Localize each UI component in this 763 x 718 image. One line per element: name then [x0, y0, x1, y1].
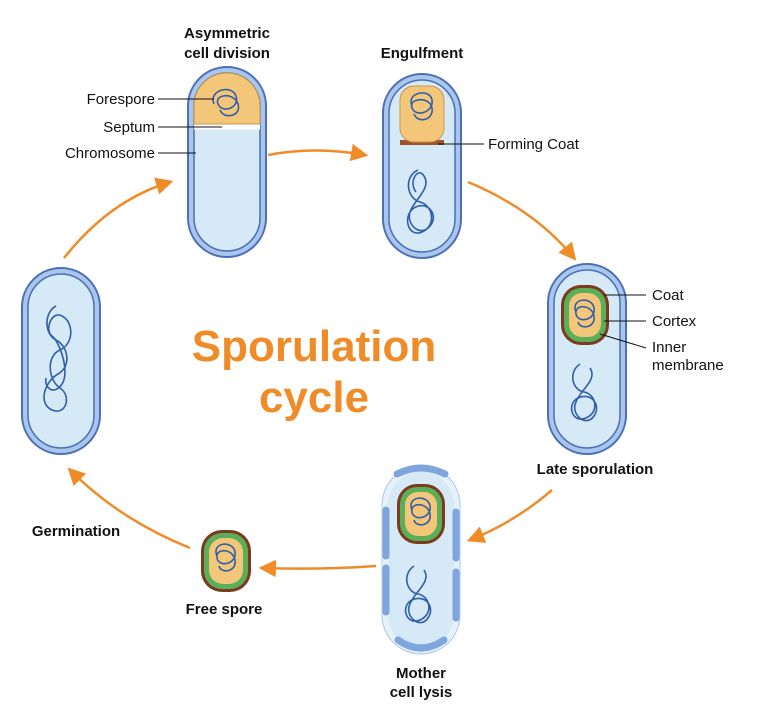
- cell-asymmetric-division: [187, 66, 267, 258]
- cell-vegetative: [21, 267, 101, 455]
- engulfed-forespore: [399, 85, 445, 143]
- forespore-chromosome: [212, 88, 240, 117]
- part-label-chromosome: Chromosome: [65, 145, 155, 162]
- part-label-inner-line1: Inner: [652, 339, 686, 356]
- leader-inner-membrane: [599, 333, 647, 349]
- stage-label-late-sporulation: Late sporulation: [537, 461, 654, 478]
- arrow-engulfment-to-late-sporulation: [467, 180, 577, 261]
- lysis-mother-chromosome: [404, 565, 432, 624]
- arrow-division-to-engulfment: [267, 143, 369, 162]
- diagram-title-line1: Sporulation: [192, 322, 436, 371]
- free-spore: [201, 530, 251, 592]
- engulfment-mother-chromosome: [406, 169, 435, 234]
- part-label-cortex: Cortex: [652, 313, 697, 330]
- arrow-late-sporulation-to-lysis: [466, 489, 553, 543]
- stage-label-free-spore: Free spore: [186, 601, 263, 618]
- stage-label-mother-line2: cell lysis: [390, 684, 453, 701]
- arrow-lysis-to-free-spore: [258, 559, 377, 578]
- stage-label-mother-line1: Mother: [396, 665, 446, 682]
- late-spore-chromosome: [574, 299, 595, 328]
- engulfed-forespore-chromosome: [410, 92, 433, 121]
- part-label-forming-coat: Forming Coat: [488, 136, 580, 153]
- cell-mother-lysis: [381, 464, 461, 655]
- stage-label-engulfment: Engulfment: [381, 45, 464, 62]
- stage-label-asymmetric-line1: Asymmetric: [184, 25, 270, 42]
- part-label-septum: Septum: [103, 119, 155, 136]
- lysis-wall-fragment-top: [393, 464, 449, 478]
- stage-label-germination: Germination: [32, 523, 120, 540]
- lysis-wall-fragment-bottom: [394, 636, 448, 652]
- late-sporulation-mother-chromosome: [570, 363, 598, 422]
- arrow-free-spore-to-germination: [67, 467, 191, 550]
- part-label-coat: Coat: [652, 287, 685, 304]
- part-label-inner-line2: membrane: [652, 357, 724, 374]
- arrow-germination-to-division: [63, 177, 174, 259]
- diagram-title-line2: cycle: [259, 373, 369, 422]
- vegetative-chromosome: [43, 305, 72, 412]
- lysis-spore-chromosome: [410, 497, 431, 526]
- free-spore-chromosome: [215, 543, 236, 572]
- stage-label-asymmetric-line2: cell division: [184, 45, 270, 62]
- cell-late-sporulation: [547, 263, 627, 455]
- cell-engulfment: [382, 73, 462, 259]
- part-label-forespore: Forespore: [87, 91, 155, 108]
- forespore-compartment: [193, 72, 261, 125]
